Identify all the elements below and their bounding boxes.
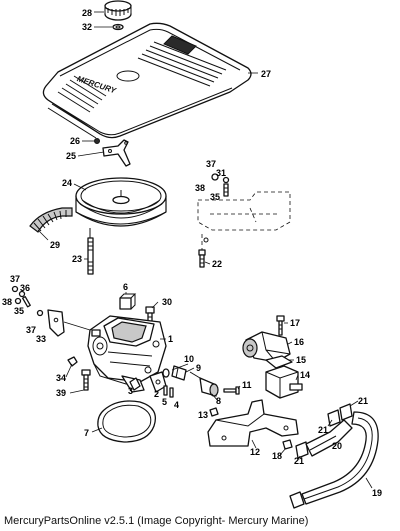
callout-17: 17 bbox=[290, 318, 300, 328]
part-29-breather-hose[interactable] bbox=[29, 207, 73, 233]
callout-12: 12 bbox=[250, 447, 260, 457]
callout-35-left: 35 bbox=[14, 306, 24, 316]
callout-2: 2 bbox=[154, 389, 159, 399]
callout-10: 10 bbox=[184, 354, 194, 364]
part-13-screw[interactable] bbox=[209, 407, 219, 417]
part-22-bolt[interactable] bbox=[198, 234, 206, 268]
part-6-sensor[interactable] bbox=[119, 293, 137, 310]
part-27-engine-cover[interactable]: MERCURY bbox=[42, 22, 252, 139]
part-33-bracket[interactable] bbox=[47, 309, 91, 337]
part-7-gasket[interactable] bbox=[97, 400, 157, 443]
part-3-screw[interactable] bbox=[129, 377, 141, 391]
part-11-screw[interactable] bbox=[223, 386, 240, 395]
callout-28: 28 bbox=[82, 8, 92, 18]
upper-right-mount-assembly[interactable] bbox=[197, 173, 291, 243]
part-28-cap[interactable] bbox=[104, 0, 132, 21]
callout-7: 7 bbox=[84, 428, 89, 438]
part-39-bolt[interactable] bbox=[81, 369, 91, 391]
callout-3: 3 bbox=[128, 386, 133, 396]
callout-38-upper: 38 bbox=[195, 183, 205, 193]
callout-16: 16 bbox=[294, 337, 304, 347]
callout-11: 11 bbox=[242, 380, 252, 390]
part-9-fitting[interactable] bbox=[171, 365, 187, 381]
part-15-gasket[interactable] bbox=[265, 355, 293, 369]
part-21-clamp-b[interactable] bbox=[295, 441, 309, 459]
part-4-screw[interactable] bbox=[169, 387, 174, 398]
part-21-clamp-c[interactable] bbox=[289, 491, 305, 509]
left-hardware-set[interactable] bbox=[11, 285, 44, 317]
callout-14: 14 bbox=[300, 370, 310, 380]
part-17-screw[interactable] bbox=[276, 315, 285, 336]
part-10-oring[interactable] bbox=[162, 368, 170, 378]
part-18-nut[interactable] bbox=[282, 439, 293, 450]
callout-21-bottom: 21 bbox=[294, 456, 304, 466]
callout-37-upper: 37 bbox=[206, 159, 216, 169]
callout-37-left-bottom: 37 bbox=[26, 325, 36, 335]
callout-38-left: 38 bbox=[2, 297, 12, 307]
callout-9: 9 bbox=[196, 363, 201, 373]
callout-6: 6 bbox=[123, 282, 128, 292]
part-14-adapter[interactable] bbox=[265, 365, 303, 399]
callout-18: 18 bbox=[272, 451, 282, 461]
callout-22: 22 bbox=[212, 259, 222, 269]
part-32-gasket[interactable] bbox=[112, 23, 124, 31]
callout-19: 19 bbox=[372, 488, 382, 498]
callout-33: 33 bbox=[36, 334, 46, 344]
callout-35-upper: 35 bbox=[210, 192, 220, 202]
callout-8: 8 bbox=[216, 396, 221, 406]
callout-30: 30 bbox=[162, 297, 172, 307]
part-19-hose[interactable] bbox=[301, 411, 379, 505]
part-24-flame-arrestor[interactable] bbox=[75, 177, 167, 227]
part-12-bracket[interactable] bbox=[207, 399, 299, 447]
callout-21-right: 21 bbox=[358, 396, 368, 406]
callout-26: 26 bbox=[70, 136, 80, 146]
callout-37-left-top: 37 bbox=[10, 274, 20, 284]
callout-1: 1 bbox=[168, 334, 173, 344]
callout-24: 24 bbox=[62, 178, 72, 188]
callout-23: 23 bbox=[72, 254, 82, 264]
part-5-screw[interactable] bbox=[163, 385, 168, 396]
callout-labels: 28 32 27 26 25 24 29 23 37 31 38 35 22 3… bbox=[2, 8, 382, 498]
callout-36: 36 bbox=[20, 283, 30, 293]
part-21-clamp-a[interactable] bbox=[327, 403, 353, 427]
part-8-fitting[interactable] bbox=[189, 371, 219, 397]
copyright-caption: MercuryPartsOnline v2.5.1 (Image Copyrig… bbox=[4, 515, 309, 527]
callout-27: 27 bbox=[261, 69, 271, 79]
callout-4: 4 bbox=[174, 400, 179, 410]
part-16-iac-valve[interactable] bbox=[242, 331, 291, 363]
part-1-throttle-body[interactable] bbox=[87, 315, 167, 393]
part-25-bracket[interactable] bbox=[102, 139, 131, 167]
callout-21-mid: 21 bbox=[318, 425, 328, 435]
part-34-nut[interactable] bbox=[67, 356, 78, 367]
callout-31: 31 bbox=[216, 168, 226, 178]
callout-32: 32 bbox=[82, 22, 92, 32]
callout-13: 13 bbox=[198, 410, 208, 420]
callout-39: 39 bbox=[56, 388, 66, 398]
callout-29: 29 bbox=[50, 240, 60, 250]
callout-34: 34 bbox=[56, 373, 66, 383]
callout-15: 15 bbox=[296, 355, 306, 365]
callout-25: 25 bbox=[66, 151, 76, 161]
callout-20: 20 bbox=[332, 441, 342, 451]
part-26-screw[interactable] bbox=[94, 138, 100, 144]
part-23-stud[interactable] bbox=[87, 228, 94, 275]
callout-5: 5 bbox=[162, 397, 167, 407]
part-20-hose[interactable] bbox=[305, 419, 353, 457]
